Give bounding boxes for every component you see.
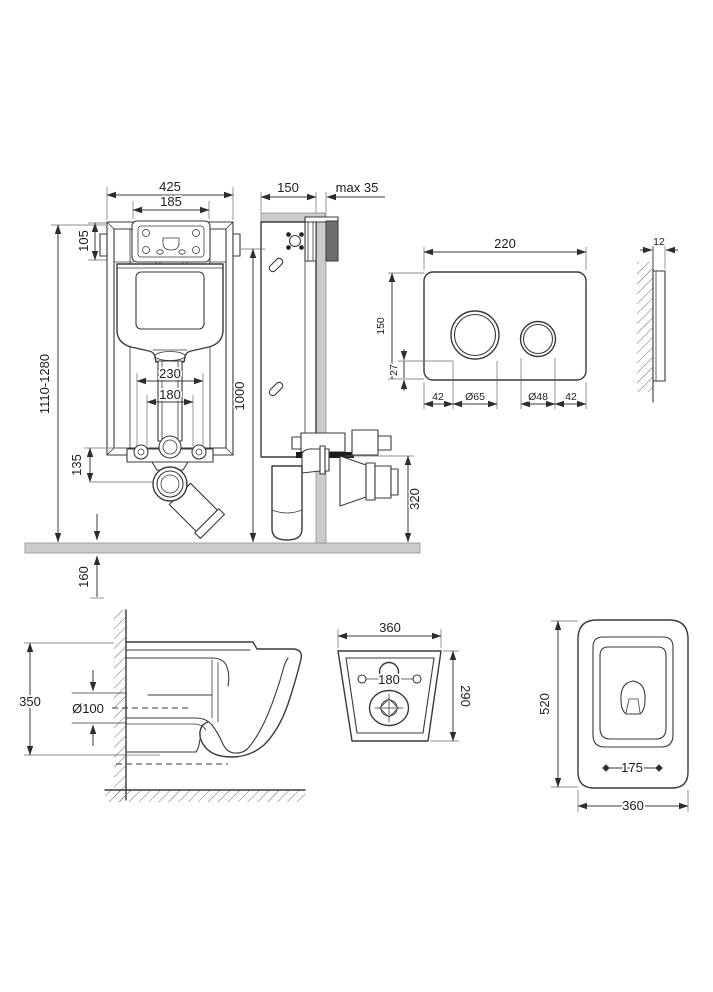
dim-frame-width: 425 bbox=[159, 179, 181, 194]
dim-floor-depth: 160 bbox=[76, 566, 91, 588]
flush-plate-side-view: 12 bbox=[637, 235, 678, 403]
wall-hatch bbox=[637, 262, 653, 392]
dim-plate-thickness: 12 bbox=[653, 236, 665, 248]
dim-outlet-height: 320 bbox=[407, 488, 422, 510]
dim-button-bottom-offset: 27 bbox=[388, 364, 400, 376]
wall-stud bbox=[315, 212, 327, 544]
dim-frame-height: 1000 bbox=[232, 382, 247, 411]
dim-big-button-diameter: Ø65 bbox=[465, 391, 485, 403]
wall-hatch bbox=[114, 610, 126, 802]
dim-outlet-diameter: Ø100 bbox=[72, 701, 104, 716]
floor-bar bbox=[24, 542, 421, 554]
dim-top-width: 360 bbox=[622, 798, 644, 813]
dim-access-width: 185 bbox=[160, 194, 182, 209]
flush-connection-icon bbox=[286, 232, 304, 250]
bowl-side-view: 350 Ø100 bbox=[17, 609, 306, 802]
dim-drain-center-height: 135 bbox=[69, 454, 84, 476]
dim-bolt-span: 180 bbox=[378, 672, 400, 687]
small-flush-button bbox=[519, 320, 557, 358]
dim-wall-max: max 35 bbox=[336, 180, 379, 195]
frame-side-view: 150 max 35 1000 320 bbox=[230, 178, 424, 544]
dim-bowl-height: 350 bbox=[19, 694, 41, 709]
dim-small-button-diameter: Ø48 bbox=[528, 391, 548, 403]
bowl-back-view: 360 180 290 bbox=[337, 618, 475, 742]
dim-back-width: 360 bbox=[379, 620, 401, 635]
dim-access-height: 105 bbox=[76, 230, 91, 252]
dim-pipe-span: 180 bbox=[159, 387, 181, 402]
big-flush-button bbox=[450, 310, 500, 360]
dim-height-range: 1110-1280 bbox=[37, 354, 52, 414]
dim-seat-bolt-span: 175 bbox=[621, 760, 643, 775]
flush-plate bbox=[423, 271, 587, 381]
bowl-top-view: 520 175 360 bbox=[535, 619, 689, 815]
dim-back-height: 290 bbox=[458, 685, 473, 707]
dim-plate-height: 150 bbox=[375, 317, 387, 335]
floor-hatch bbox=[105, 790, 305, 802]
dim-frame-depth: 150 bbox=[277, 180, 299, 195]
dim-plate-width: 220 bbox=[494, 236, 516, 251]
dim-plate-right-gap: 42 bbox=[565, 391, 577, 403]
flush-plate-front-view: 220 150 27 42 Ø65 Ø48 42 bbox=[374, 234, 587, 409]
dim-bracket-span: 230 bbox=[159, 366, 181, 381]
dim-top-depth: 520 bbox=[537, 693, 552, 715]
frame-front-view: 425 185 105 1110-1280 230 180 135 160 bbox=[24, 177, 421, 599]
dim-plate-left-gap: 42 bbox=[432, 391, 444, 403]
